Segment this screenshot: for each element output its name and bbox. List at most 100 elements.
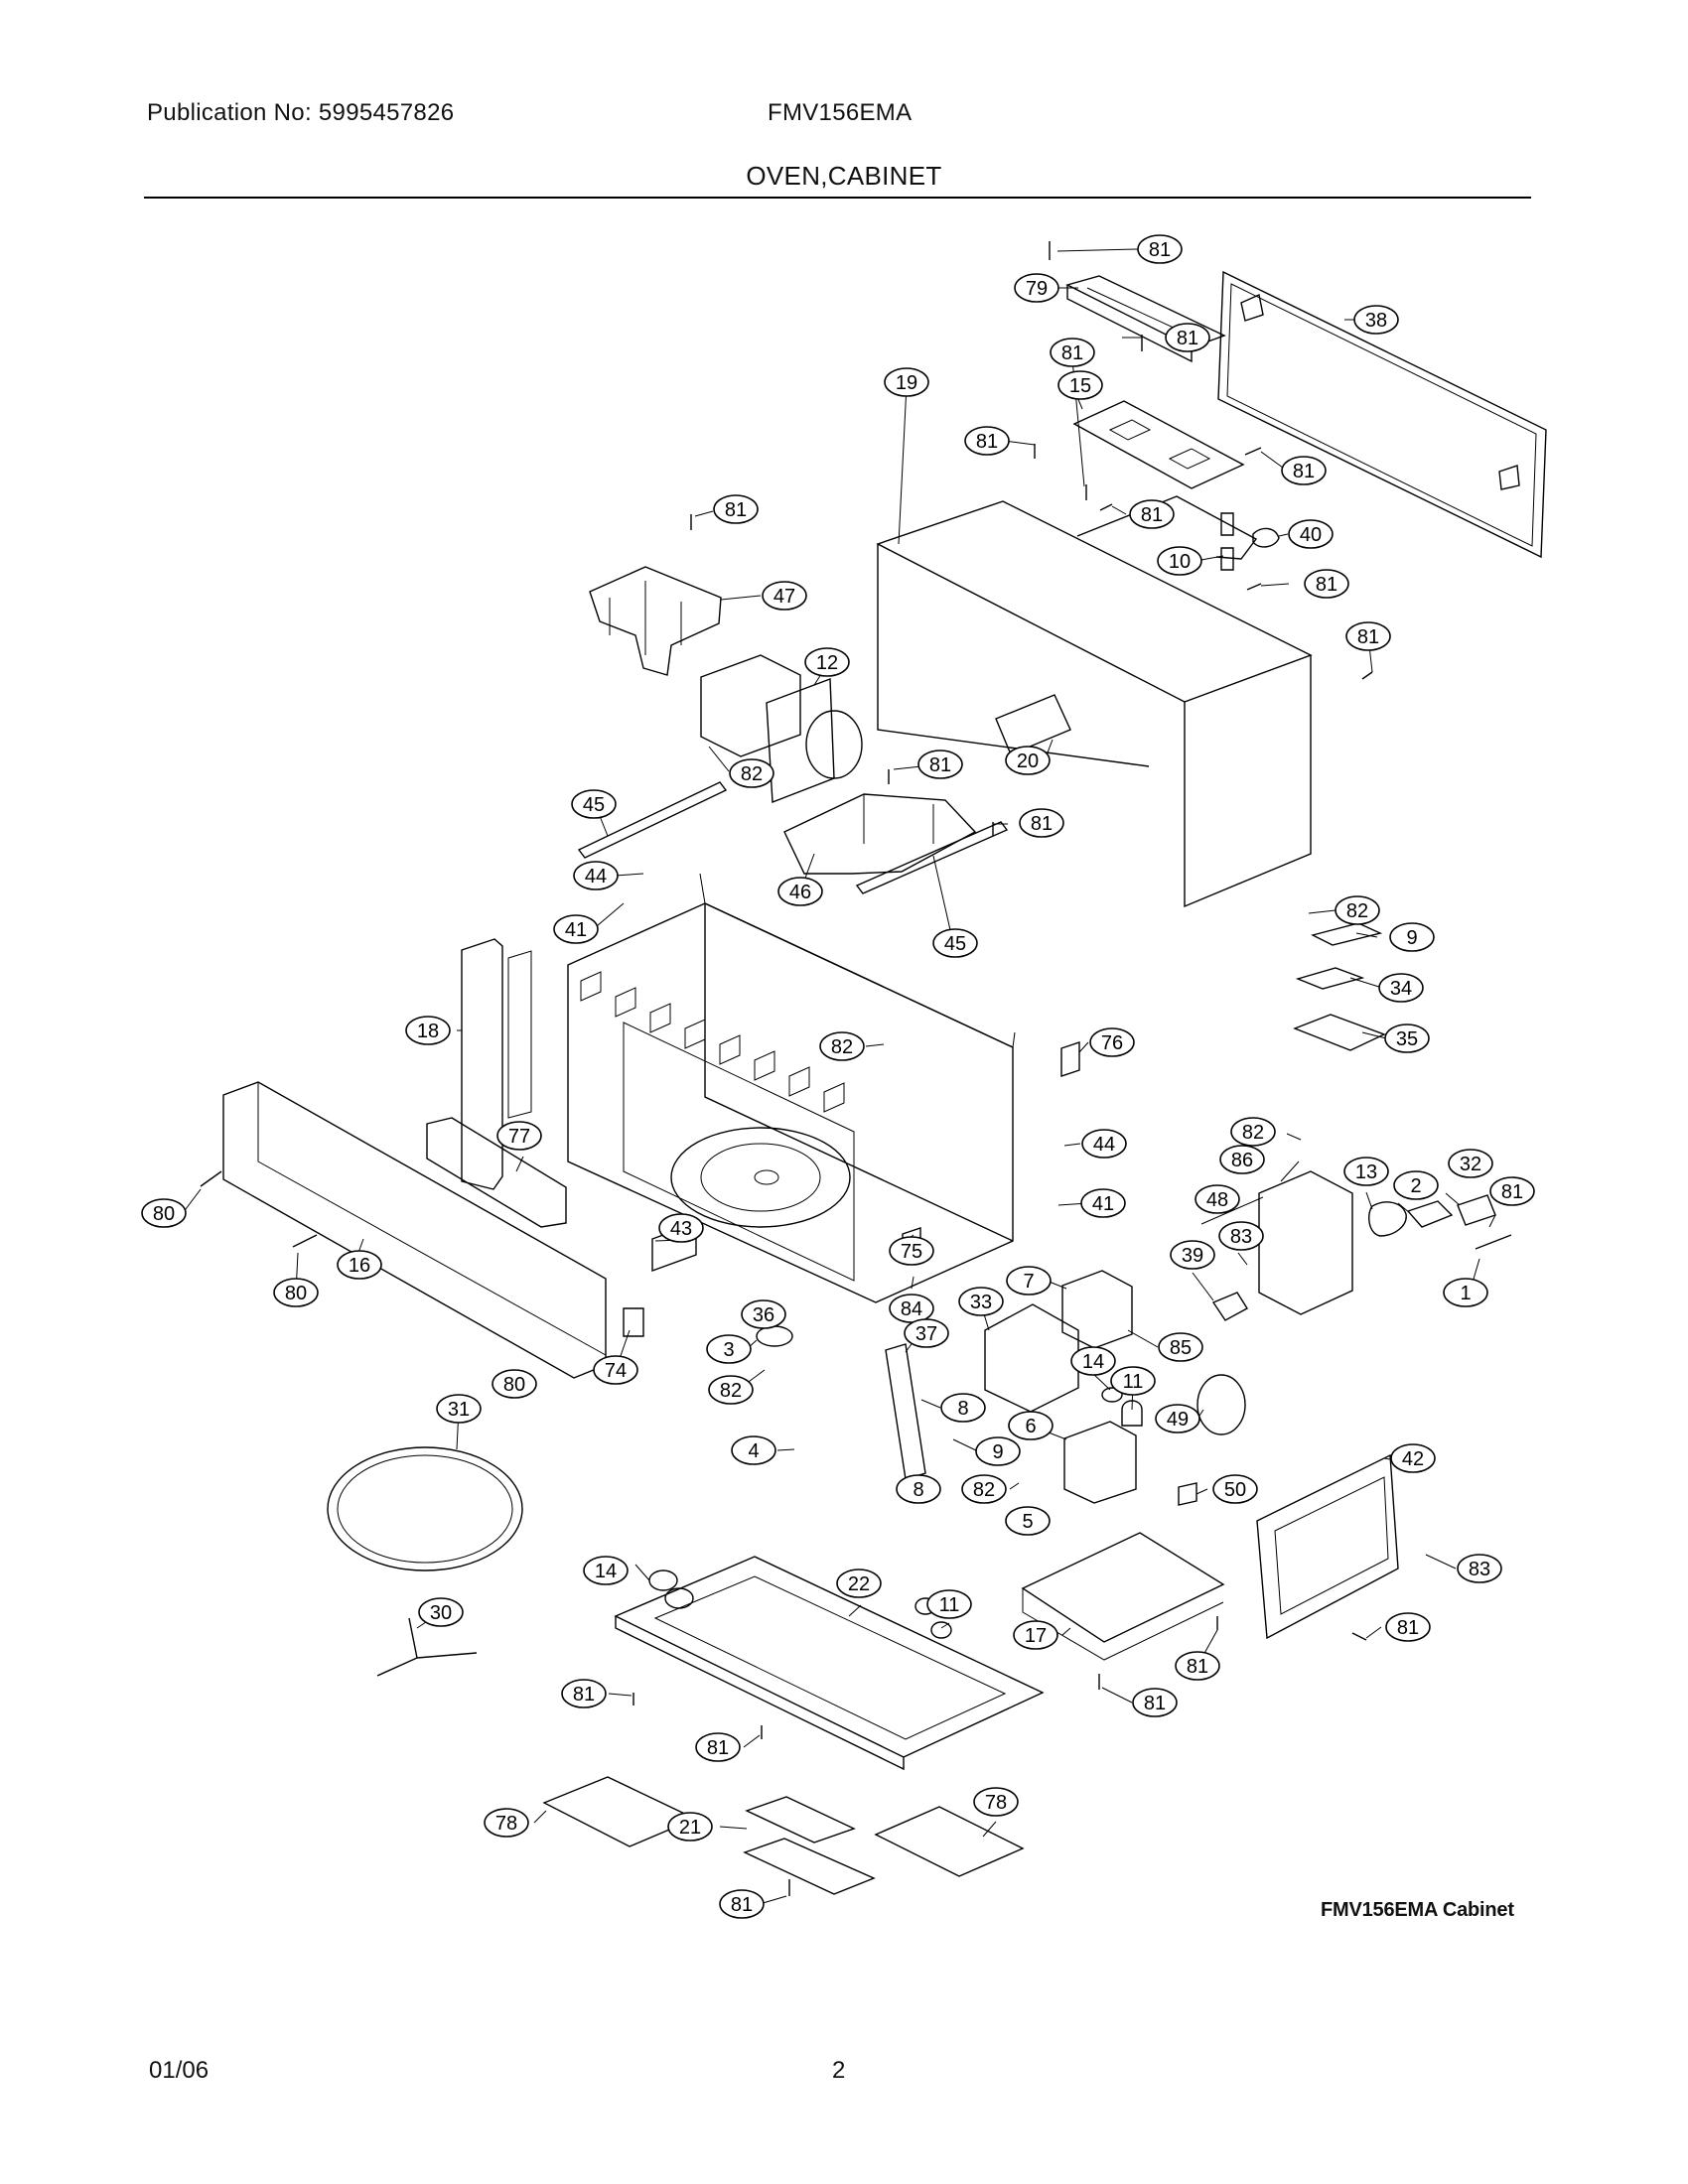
callout-12: 12: [804, 647, 850, 677]
callout-number: 81: [573, 1684, 595, 1706]
callout-bubble: [731, 1435, 776, 1465]
callout-76: 76: [1089, 1027, 1135, 1057]
page-number: 2: [832, 2057, 846, 2084]
callout-81: 81: [1175, 1651, 1220, 1681]
callout-42: 42: [1390, 1443, 1436, 1473]
callout-number: 81: [1031, 813, 1053, 835]
callout-5: 5: [1005, 1506, 1051, 1536]
callout-bubble: [436, 1394, 482, 1424]
callout-bubble: [1489, 1176, 1535, 1206]
callout-bubble: [1389, 922, 1435, 952]
callout-82: 82: [1230, 1117, 1276, 1147]
callout-bubble: [777, 877, 823, 906]
callout-bubble: [1378, 973, 1424, 1003]
callout-bubble: [932, 928, 978, 958]
callout-number: 20: [1017, 751, 1039, 772]
callout-bubble: [1390, 1443, 1436, 1473]
callout-number: 5: [1022, 1511, 1033, 1533]
callout-74: 74: [593, 1355, 638, 1385]
callout-7: 7: [1006, 1266, 1052, 1296]
callout-81: 81: [561, 1679, 607, 1708]
callout-number: 41: [1092, 1193, 1114, 1215]
callout-number: 81: [976, 431, 998, 453]
callout-bubble: [889, 1236, 934, 1266]
callout-45: 45: [571, 789, 617, 819]
callout-bubble: [1110, 1366, 1156, 1396]
callout-bubble: [1218, 1221, 1264, 1251]
callout-number: 11: [1123, 1371, 1144, 1393]
callout-bubble: [1219, 1145, 1265, 1174]
callout-number: 19: [896, 372, 917, 394]
callout-number: 42: [1402, 1448, 1424, 1470]
callout-30: 30: [418, 1597, 464, 1627]
callout-38: 38: [1353, 305, 1399, 335]
callout-bubble: [1013, 1620, 1058, 1650]
callout-bubble: [1175, 1651, 1220, 1681]
callout-50: 50: [1212, 1474, 1258, 1504]
callout-number: 11: [939, 1594, 960, 1616]
callout-bubble: [1132, 1688, 1178, 1717]
callout-14: 14: [1070, 1346, 1116, 1376]
callout-bubble: [1019, 808, 1064, 838]
callout-bubble: [492, 1369, 537, 1399]
callout-number: 82: [741, 763, 763, 785]
callout-number: 9: [1406, 927, 1417, 949]
callout-bubble: [1070, 1346, 1116, 1376]
callout-number: 86: [1231, 1150, 1253, 1171]
model-number: FMV156EMA: [768, 99, 913, 126]
callout-number: 34: [1390, 978, 1412, 1000]
callout-bubble: [667, 1812, 713, 1842]
callout-21: 21: [667, 1812, 713, 1842]
publication-number: Publication No: 5995457826: [147, 99, 455, 126]
callout-bubble: [1443, 1278, 1488, 1307]
callout-81: 81: [1345, 621, 1391, 651]
callout-bubble: [708, 1375, 754, 1405]
callout-bubble: [1129, 499, 1175, 529]
callout-number: 36: [753, 1304, 774, 1326]
callout-bubble: [1335, 895, 1380, 925]
callout-number: 38: [1365, 310, 1387, 332]
callout-bubble: [1393, 1170, 1439, 1200]
callout-bubble: [418, 1597, 464, 1627]
callout-number: 7: [1023, 1271, 1034, 1293]
callout-bubble: [762, 581, 807, 611]
callout-34: 34: [1378, 973, 1424, 1003]
callout-bubble: [1343, 1157, 1389, 1186]
callout-number: 77: [508, 1126, 530, 1148]
callout-number: 18: [417, 1021, 439, 1042]
callout-31: 31: [436, 1394, 482, 1424]
callout-16: 16: [337, 1250, 382, 1280]
callout-number: 79: [1026, 278, 1048, 300]
callout-81: 81: [964, 426, 1010, 456]
callout-bubble: [496, 1121, 542, 1151]
callout-36: 36: [741, 1299, 786, 1329]
callout-81: 81: [1489, 1176, 1535, 1206]
callout-85: 85: [1158, 1332, 1203, 1362]
callout-17: 17: [1013, 1620, 1058, 1650]
callout-number: 35: [1396, 1028, 1418, 1050]
callout-80: 80: [492, 1369, 537, 1399]
callout-78: 78: [973, 1787, 1019, 1817]
callout-bubble: [1157, 546, 1202, 576]
callout-83: 83: [1218, 1221, 1264, 1251]
callout-number: 80: [503, 1374, 525, 1396]
callout-bubble: [1081, 1129, 1127, 1159]
callout-number: 45: [583, 794, 605, 816]
callout-bubble: [713, 494, 759, 524]
callout-bubble: [964, 426, 1010, 456]
callout-bubble: [706, 1334, 752, 1364]
callout-bubble: [1345, 621, 1391, 651]
callout-9: 9: [975, 1436, 1021, 1466]
callout-bubble: [975, 1436, 1021, 1466]
callout-18: 18: [405, 1016, 451, 1045]
callout-45: 45: [932, 928, 978, 958]
callout-15: 15: [1057, 370, 1103, 400]
callout-bubble: [884, 367, 929, 397]
callout-bubble: [1008, 1411, 1054, 1440]
callout-bubble: [1155, 1404, 1200, 1433]
callout-number: 82: [831, 1036, 853, 1058]
callout-bubble: [273, 1278, 319, 1307]
callout-81: 81: [1281, 456, 1327, 485]
callout-number: 47: [774, 586, 795, 608]
